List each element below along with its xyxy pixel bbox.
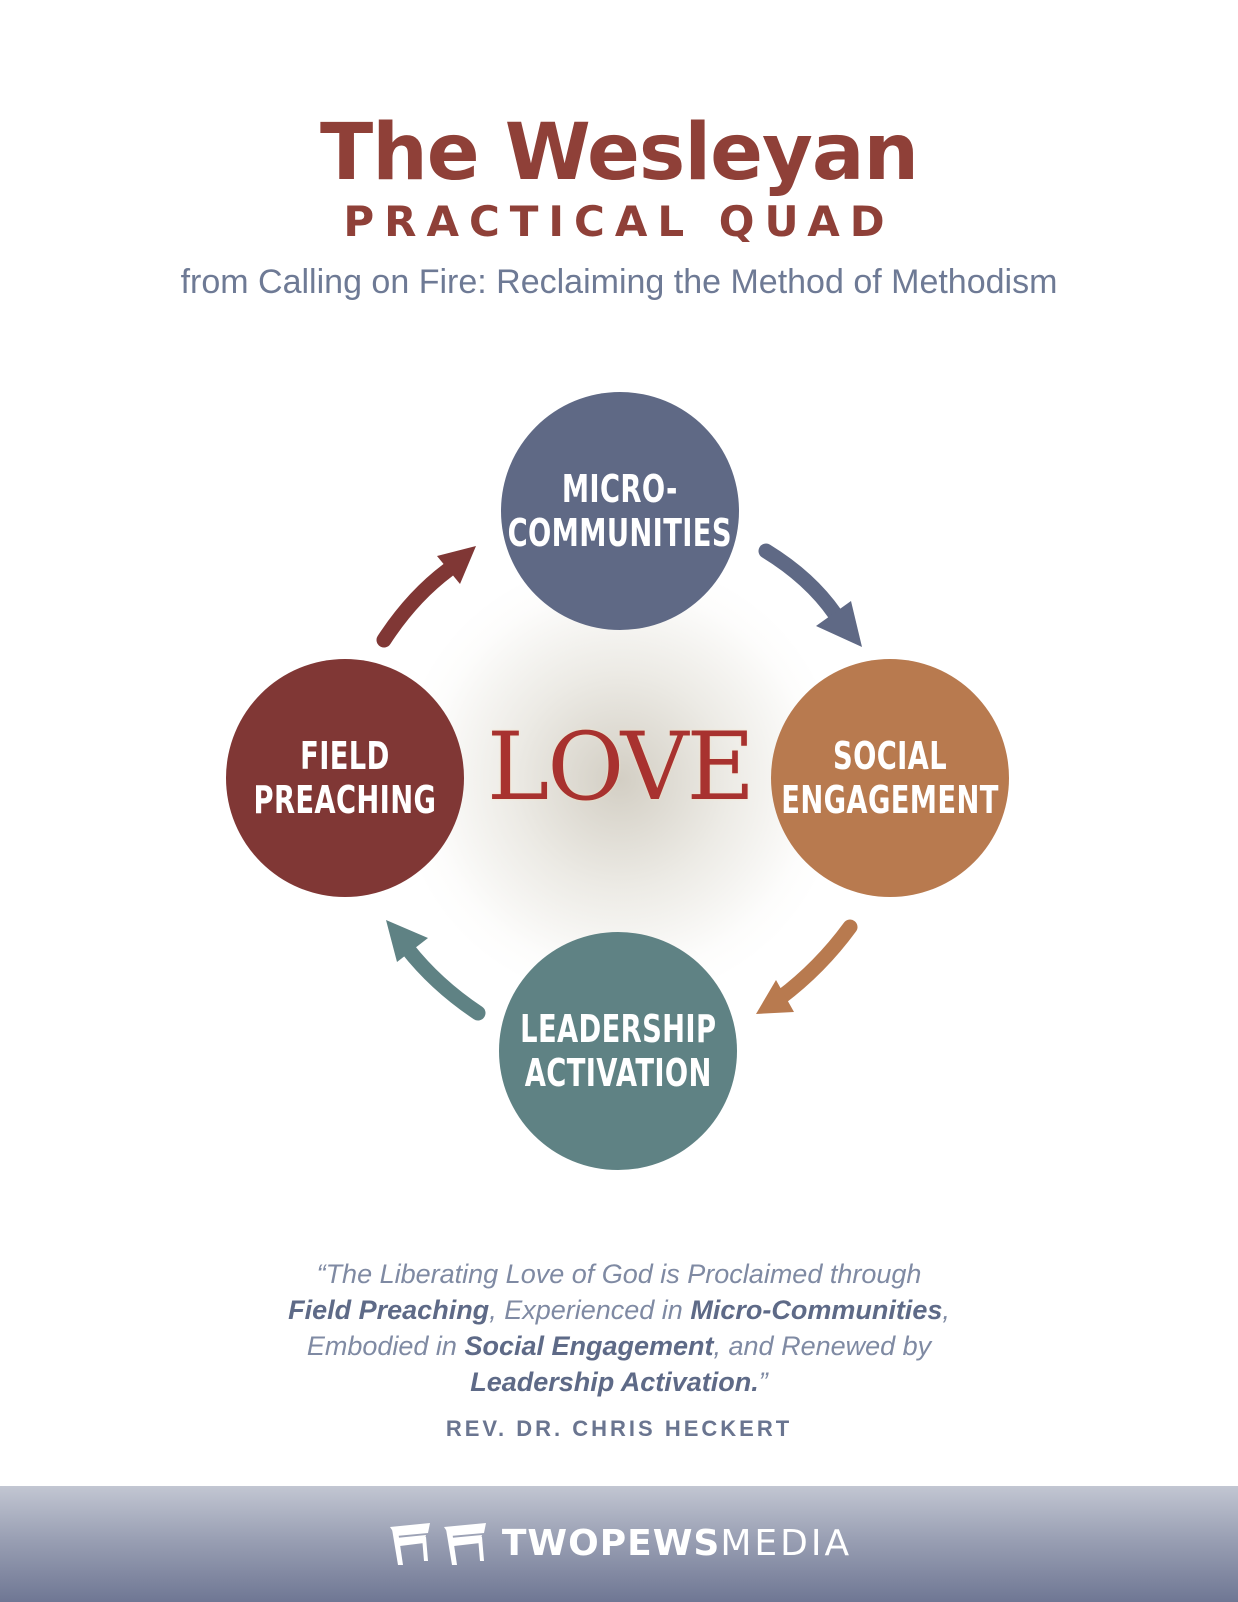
node-field-preaching: FIELD PREACHING (226, 659, 464, 897)
quote-text: , Experienced in (489, 1295, 683, 1325)
page-title: The Wesleyan (319, 108, 919, 198)
node-social-engagement: SOCIAL ENGAGEMENT (771, 659, 1009, 897)
node-field-line1: FIELD (300, 734, 390, 778)
quote-block: “The Liberating Love of God is Proclaime… (160, 1256, 1078, 1400)
node-lead-line1: LEADERSHIP (519, 1007, 717, 1051)
page-subtitle: PRACTICAL QUAD (343, 197, 895, 246)
node-leadership-activation: LEADERSHIP ACTIVATION (499, 932, 737, 1170)
node-lead-line2: ACTIVATION (524, 1051, 712, 1095)
quote-emphasis: Micro-Communities (690, 1295, 943, 1325)
quote-text: “The Liberating Love of God is Proclaime… (316, 1259, 922, 1289)
pews-icon (389, 1523, 486, 1565)
quote-text: , (942, 1295, 950, 1325)
brand-two: TWO (501, 1523, 600, 1564)
arrow-field-to-micro (376, 546, 476, 648)
quote-emphasis: Field Preaching (288, 1295, 490, 1325)
node-micro-line2: COMMUNITIES (507, 511, 733, 555)
quote-text: ” (758, 1367, 768, 1397)
source-line: from Calling on Fire: Reclaiming the Met… (180, 263, 1058, 301)
arrow-lead-to-field (386, 920, 486, 1021)
quote-text: Embodied in (306, 1331, 457, 1361)
node-field-line2: PREACHING (253, 778, 437, 822)
node-micro-line1: MICRO- (562, 467, 678, 511)
quote-emphasis: Leadership Activation. (470, 1367, 759, 1397)
quote-emphasis: Social Engagement (464, 1331, 714, 1361)
center-glow (400, 560, 840, 1000)
node-social-line1: SOCIAL (833, 734, 948, 778)
brand-logo: TWOPEWSMEDIA (0, 1486, 1238, 1602)
arrow-micro-to-social (758, 543, 862, 647)
node-social-line2: ENGAGEMENT (781, 778, 999, 822)
center-love-label: LOVE (486, 713, 755, 822)
brand-media: MEDIA (720, 1523, 853, 1564)
brand-pews: PEWS (599, 1523, 721, 1564)
node-micro-communities: MICRO- COMMUNITIES (501, 392, 739, 630)
quote-text: , and Renewed by (713, 1331, 932, 1361)
arrow-social-to-lead (756, 919, 858, 1014)
footer-bar: TWOPEWSMEDIA (0, 1486, 1238, 1602)
brand-wordmark: TWOPEWSMEDIA (502, 1524, 852, 1564)
quote-author: REV. DR. CHRIS HECKERT (445, 1416, 793, 1441)
